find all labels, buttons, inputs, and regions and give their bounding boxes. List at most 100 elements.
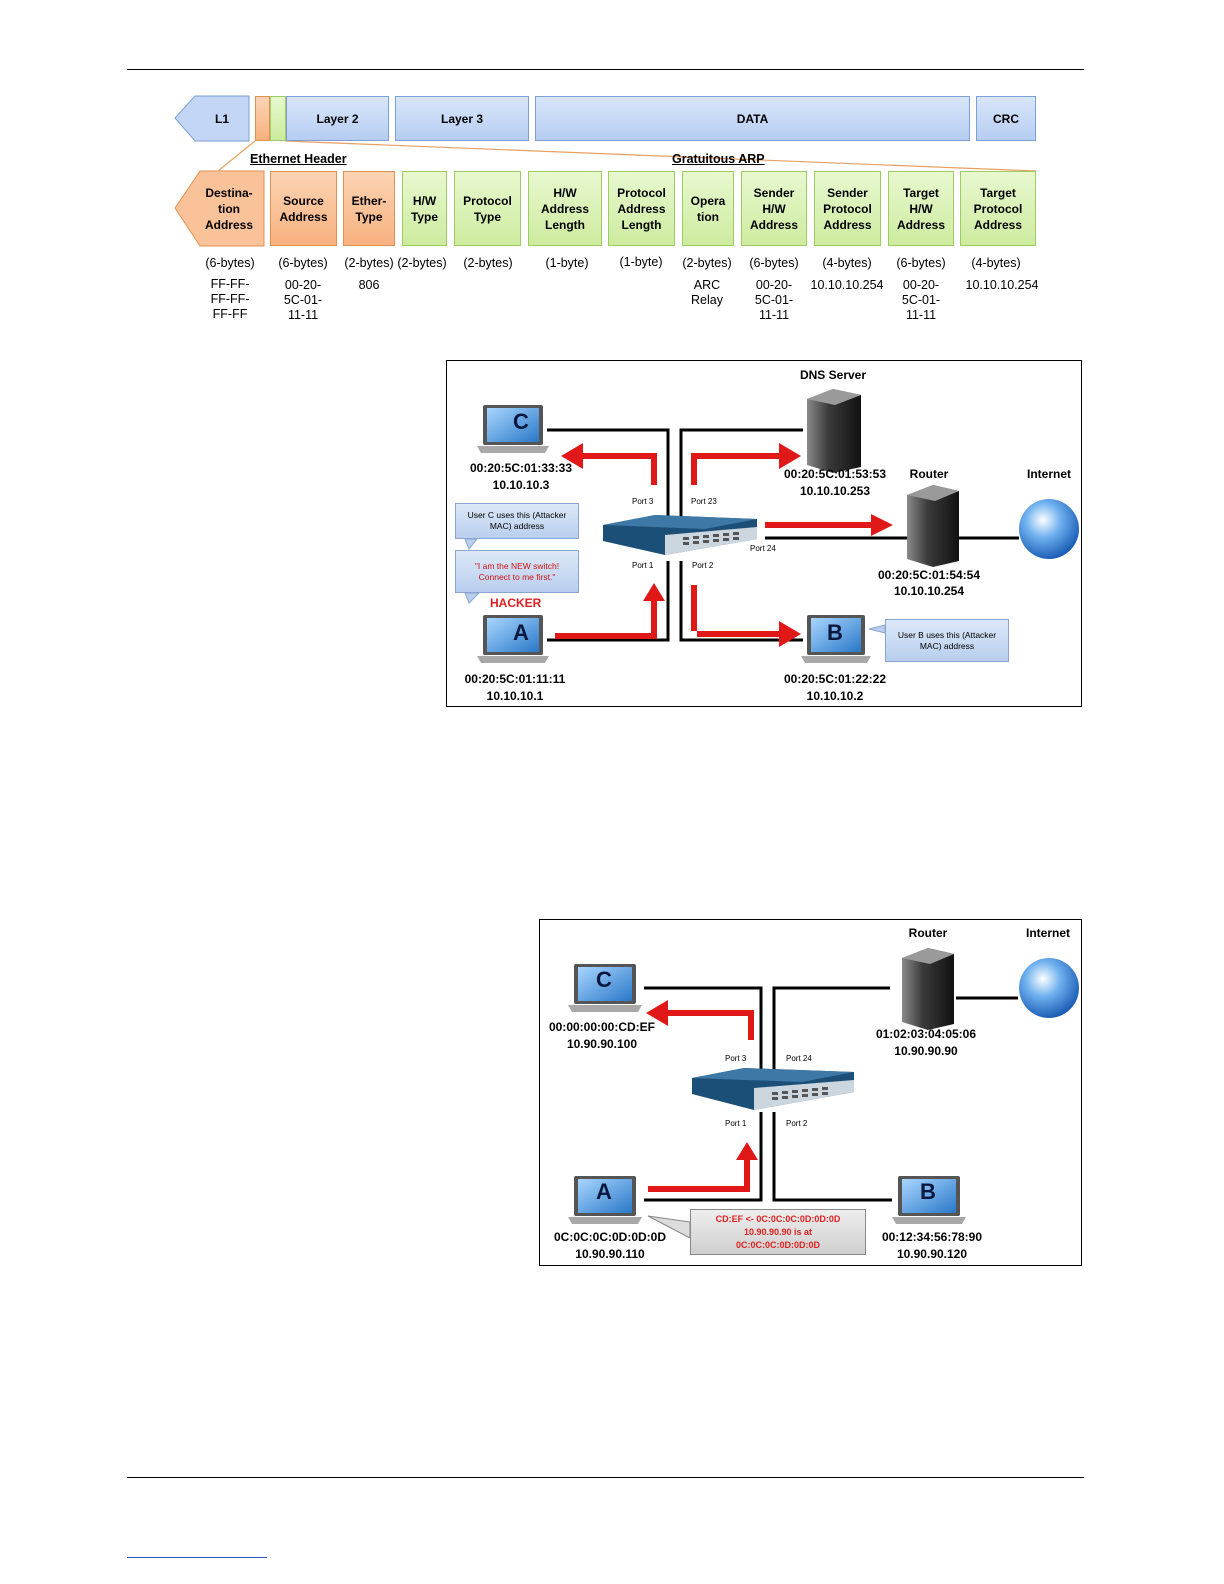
switch-1: [603, 515, 757, 555]
data-block: DATA: [535, 96, 970, 141]
field-protocol-type: Protocol Type: [454, 171, 521, 246]
field-sender-hw-address: Sender H/W Address: [741, 171, 807, 246]
diagram2-shapes: [568, 948, 1079, 1239]
internet-label-2: Internet: [1025, 926, 1070, 940]
size-hw-address-length: (1-byte): [545, 256, 589, 270]
switch-2: [692, 1068, 854, 1110]
size-hw-type: (2-bytes): [397, 256, 447, 270]
value-target-protocol: 10.10.10.254: [965, 278, 1039, 292]
l2-arp-segment: [270, 96, 286, 141]
layer3-block: Layer 3: [395, 96, 529, 141]
router-mac: 00:20:5C:01:54:54: [877, 568, 981, 582]
callout-user-c: User C uses this (Attacker MAC) address: [455, 503, 579, 539]
value-target-hw: 00-20- 5C-01- 11-11: [901, 278, 941, 322]
arp-reply-callout: CD:EF <- 0C:0C:0C:0D:0D:0D 10.90.90.90 i…: [690, 1209, 866, 1255]
host-c-ip: 10.10.10.3: [492, 478, 550, 492]
size-sender-protocol: (4-bytes): [822, 256, 872, 270]
field-target-hw-address: Target H/W Address: [888, 171, 954, 246]
size-protocol-address-length: (1-byte): [619, 255, 663, 269]
port-23-label: Port 23: [691, 497, 717, 506]
host-c-mac-2: 00:00:00:00:CD:EF: [548, 1020, 656, 1034]
red-arrows-1: [555, 443, 893, 647]
zoom-line-left: [217, 140, 256, 172]
port-1-label-2: Port 1: [725, 1119, 747, 1128]
top-rule: [127, 69, 1084, 70]
host-a-mac-2: 0C:0C:0C:0D:0D:0D: [553, 1230, 667, 1244]
l2-ethernet-segment: [255, 96, 270, 141]
field-hw-type: H/W Type: [402, 171, 447, 246]
size-operation: (2-bytes): [682, 256, 732, 270]
size-destination: (6-bytes): [205, 256, 255, 270]
router-ip-2: 10.90.90.90: [894, 1044, 958, 1058]
host-a-ip-2: 10.90.90.110: [575, 1247, 645, 1261]
host-a-ip: 10.10.10.1: [486, 689, 544, 703]
size-sender-hw: (6-bytes): [749, 256, 799, 270]
host-b-mac: 00:20:5C:01:22:22: [783, 672, 887, 686]
dns-server-ip: 10.10.10.253: [799, 484, 871, 498]
field-operation: Opera tion: [682, 171, 734, 246]
value-source: 00-20- 5C-01- 11-11: [283, 278, 323, 322]
host-b-letter-2: B: [920, 1179, 936, 1204]
router-mac-2: 01:02:03:04:05:06: [875, 1027, 977, 1041]
frame-shapes: [174, 95, 1037, 247]
port-2-label-2: Port 2: [786, 1119, 808, 1128]
laptop-b-2: [892, 1176, 966, 1224]
size-target-hw: (6-bytes): [896, 256, 946, 270]
crc-block: CRC: [976, 96, 1036, 141]
callout-c-tail: [464, 538, 479, 550]
host-c-letter-2: C: [596, 967, 612, 992]
field-ether-type: Ether- Type: [343, 171, 395, 246]
host-b-mac-2: 00:12:34:56:78:90: [881, 1230, 983, 1244]
destination-arrow-shape: [174, 170, 265, 247]
host-a-mac: 00:20:5C:01:11:11: [464, 672, 566, 686]
laptop-a-1: [477, 615, 549, 663]
port-24-label-2: Port 24: [786, 1054, 812, 1063]
port-2-label: Port 2: [692, 561, 714, 570]
globe-2: [1019, 958, 1079, 1018]
size-source: (6-bytes): [278, 256, 328, 270]
zoom-line-right: [284, 140, 1037, 172]
port-3-label: Port 3: [632, 497, 654, 506]
laptop-c-1: [477, 405, 549, 453]
cables-1: [547, 428, 1019, 642]
laptop-c-2: [568, 964, 642, 1012]
host-b-ip: 10.10.10.2: [806, 689, 864, 703]
cables-2: [644, 986, 1018, 1202]
footer-link-underline[interactable]: [127, 1557, 267, 1558]
size-protocol-type: (2-bytes): [463, 256, 513, 270]
dns-server-1: [807, 389, 861, 473]
layer2-block: Layer 2: [286, 96, 389, 141]
host-a-letter: A: [513, 620, 529, 645]
host-a-letter-2: A: [596, 1179, 612, 1204]
field-sender-protocol-address: Sender Protocol Address: [814, 171, 881, 246]
laptop-b-1: [801, 615, 871, 663]
port-3-label-2: Port 3: [725, 1054, 747, 1063]
field-target-protocol-address: Target Protocol Address: [960, 171, 1036, 246]
router-title: Router: [909, 467, 949, 481]
value-operation: ARC Relay: [691, 278, 723, 307]
port-24-label: Port 24: [750, 544, 776, 553]
value-sender-hw: 00-20- 5C-01- 11-11: [754, 278, 794, 322]
dns-server-mac: 00:20:5C:01:53:53: [783, 467, 887, 481]
host-b-letter: B: [827, 620, 843, 645]
router-server-1: [907, 485, 959, 567]
size-target-protocol: (4-bytes): [971, 256, 1021, 270]
port-1-label: Port 1: [632, 561, 654, 570]
field-hw-address-length: H/W Address Length: [528, 171, 602, 246]
arp-spoofing-diagram-1: C A B 00:20:5C:01:33:33 10.10.10.3 DNS S…: [446, 360, 1082, 707]
field-destination-address: Destina- tion Address: [204, 185, 254, 232]
l1-arrow-shape: [174, 95, 250, 142]
value-sender-protocol: 10.10.10.254: [810, 278, 884, 292]
gratuitous-arp-frame-diagram: L1 Layer 2 Layer 3 DATA CRC Ethernet Hea…: [0, 0, 1224, 340]
globe-1: [1019, 499, 1079, 559]
bottom-rule: [127, 1477, 1084, 1478]
callout-b-tail: [868, 624, 886, 634]
field-protocol-address-length: Protocol Address Length: [608, 171, 675, 246]
host-c-mac: 00:20:5C:01:33:33: [469, 461, 573, 475]
field-source-address: Source Address: [270, 171, 337, 246]
arp-spoofing-diagram-2: C A B 00:00:00:00:CD:EF 10.90.90.100 Rou…: [539, 919, 1082, 1266]
value-destination: FF-FF- FF-FF- FF-FF: [210, 277, 250, 321]
callout-hacker-tail: [464, 592, 481, 604]
l1-label: L1: [214, 111, 229, 126]
callout-hacker-claim: "I am the NEW switch! Connect to me firs…: [455, 550, 579, 593]
